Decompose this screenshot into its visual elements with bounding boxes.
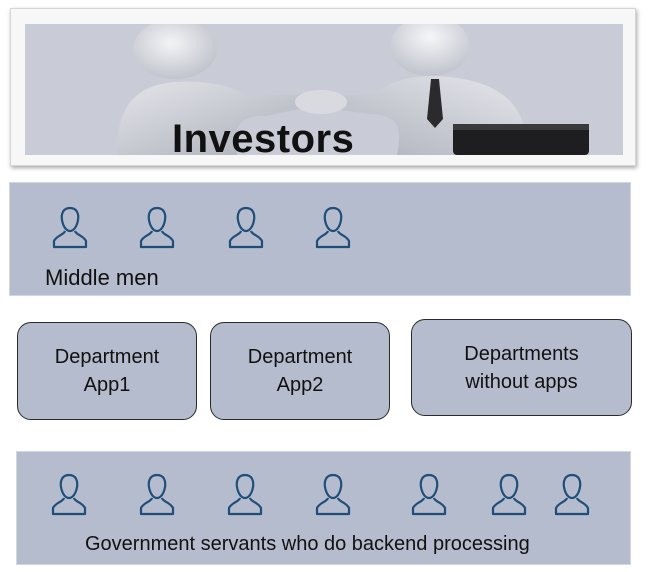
person-icon — [227, 473, 263, 516]
department-app2-box: Department App2 — [210, 322, 390, 420]
government-servants-band: Government servants who do backend proce… — [16, 451, 631, 565]
departments-without-apps-box: Departments without apps — [411, 319, 632, 416]
middle-men-band: Middle men — [9, 182, 631, 296]
department-app2-line2: App2 — [276, 374, 324, 396]
department-app1-line1: Department — [54, 346, 160, 368]
person-icon — [491, 473, 527, 516]
person-icon — [554, 473, 590, 516]
investors-title: Investors — [172, 117, 355, 161]
person-icon — [315, 206, 351, 249]
department-app2-line1: Department — [247, 346, 353, 368]
person-icon — [52, 206, 88, 249]
department-app1-box: Department App1 — [17, 322, 197, 420]
person-icon — [139, 206, 175, 249]
middle-men-label: Middle men — [45, 265, 159, 290]
departments-without-apps-line2: without apps — [465, 370, 578, 393]
person-icon — [139, 473, 175, 516]
person-icon — [228, 206, 264, 249]
person-icon — [315, 473, 351, 516]
person-icon — [51, 473, 87, 516]
government-servants-label: Government servants who do backend proce… — [85, 533, 530, 555]
person-icon — [411, 473, 447, 516]
handshake-image — [25, 24, 623, 155]
department-app1-line2: App1 — [83, 374, 131, 396]
departments-without-apps-line1: Departments — [464, 342, 579, 365]
handshake-illustration — [117, 24, 589, 155]
investors-banner: Investors — [10, 8, 636, 166]
